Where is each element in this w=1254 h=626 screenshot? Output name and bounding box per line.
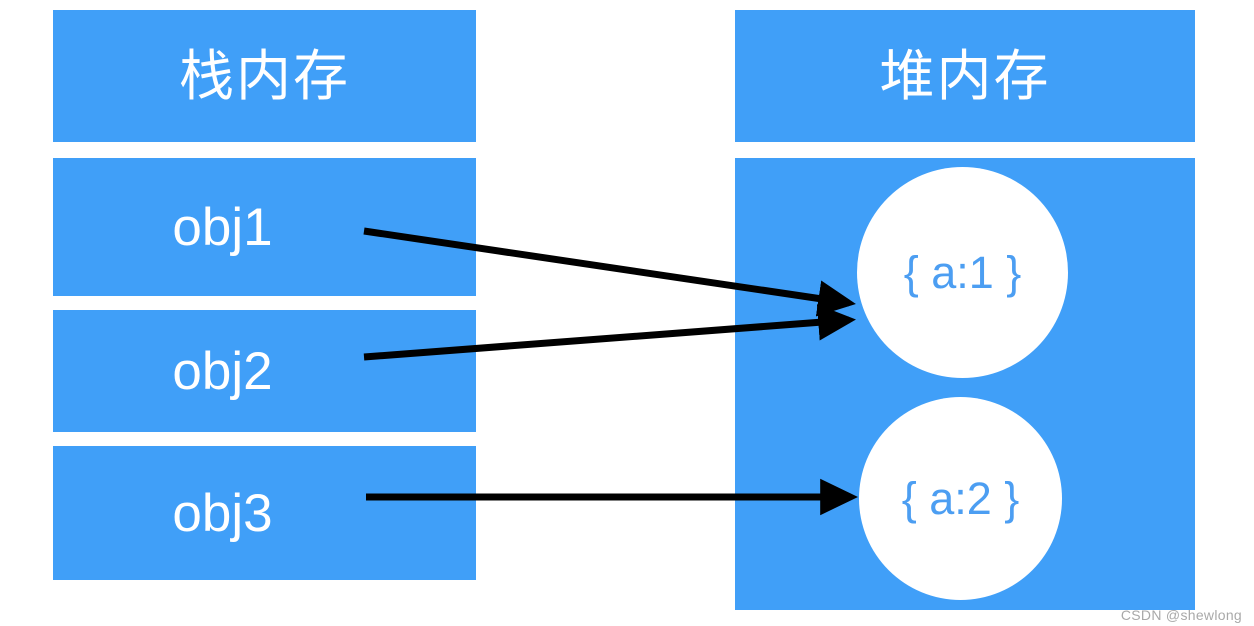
csdn-watermark: CSDN @shewlong (1120, 607, 1242, 623)
stack-cell-obj3: obj3 (53, 446, 476, 580)
stack-memory-header: 栈内存 (53, 10, 476, 142)
stack-cell-label: obj3 (172, 483, 273, 543)
heap-object-label: { a:2 } (901, 473, 1020, 524)
stack-cell-obj2: obj2 (53, 310, 476, 432)
heap-object-label: { a:1 } (903, 247, 1022, 298)
stack-cell-label: obj1 (172, 197, 273, 257)
heap-memory-header: 堆内存 (735, 10, 1195, 142)
heap-object-circle: { a:1 } (857, 167, 1068, 378)
stack-cell-label: obj2 (172, 341, 273, 401)
stack-cell-obj1: obj1 (53, 158, 476, 296)
heap-object-circle: { a:2 } (859, 397, 1062, 600)
stack-memory-title: 栈内存 (178, 44, 350, 107)
heap-memory-title: 堆内存 (879, 44, 1051, 107)
